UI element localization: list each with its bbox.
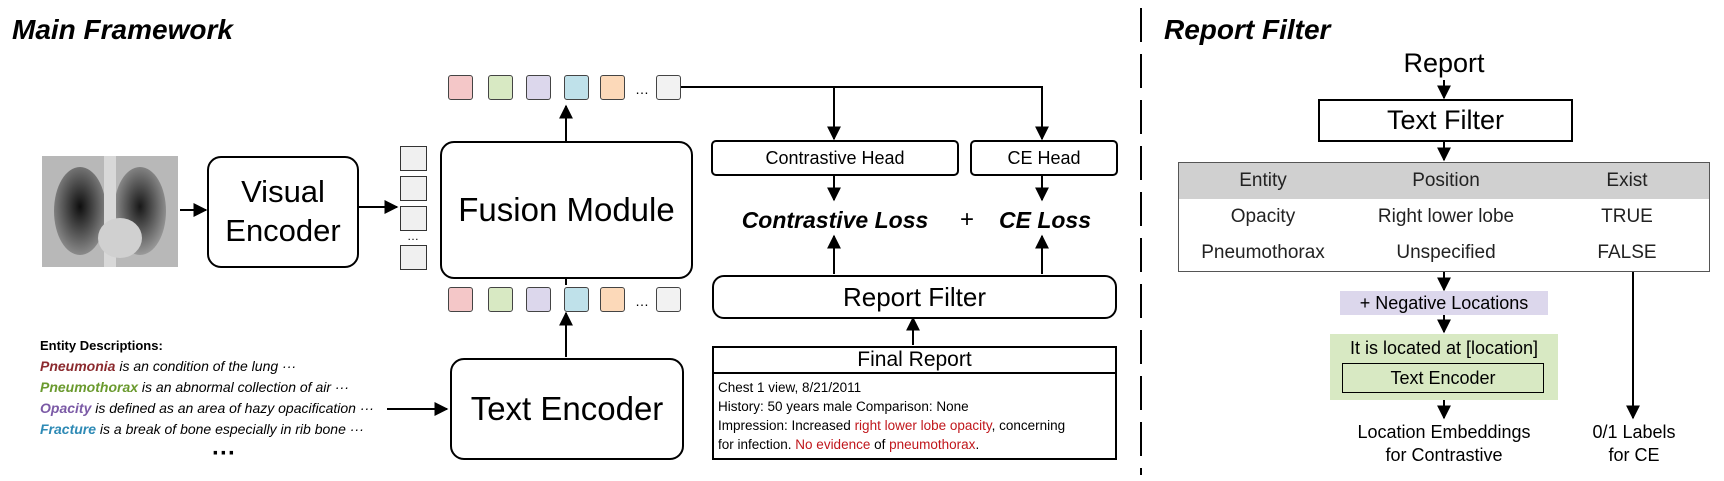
chest-xray-image xyxy=(42,156,178,267)
entity-term: Opacity xyxy=(40,400,92,416)
bottom-token-4 xyxy=(564,287,589,312)
top-token-6 xyxy=(656,75,681,100)
line-tokens-to-heads xyxy=(681,86,1049,141)
rf-ce-labels-line1: 0/1 Labels xyxy=(1592,422,1676,442)
bottom-token-1 xyxy=(448,287,473,312)
top-token-3 xyxy=(526,75,551,100)
rf-table-cell: Unspecified xyxy=(1396,242,1496,263)
fusion-module-label: Fusion Module xyxy=(458,191,675,228)
visual-encoder-block: Visual Encoder xyxy=(207,156,359,268)
plus-sign: + xyxy=(959,206,974,233)
text-encoder-label: Text Encoder xyxy=(470,390,664,427)
top-token-1 xyxy=(448,75,473,100)
report-text: of xyxy=(870,437,890,452)
entity-item-pneumothorax: Pneumothorax is an abnormal collection o… xyxy=(40,379,349,395)
top-token-5 xyxy=(600,75,625,100)
report-text: , concerning xyxy=(991,418,1066,433)
rf-negative-locations: + Negative Locations xyxy=(1340,291,1548,315)
entity-more-ellipsis: ··· xyxy=(212,440,236,467)
final-report-document: Final Report Chest 1 view, 8/21/2011 His… xyxy=(712,346,1117,460)
rf-location-embeddings-line2: for Contrastive xyxy=(1385,445,1503,465)
rf-ce-labels-line2: for CE xyxy=(1608,445,1660,465)
contrastive-loss-label: Contrastive Loss xyxy=(741,206,929,233)
final-report-title: Final Report xyxy=(714,348,1115,374)
bottom-token-6 xyxy=(656,287,681,312)
rf-ce-labels: 0/1 Labels for CE xyxy=(1570,420,1698,468)
rf-table-cell: TRUE xyxy=(1601,206,1653,227)
rf-table-header-entity: Entity xyxy=(1239,170,1287,191)
entity-desc: is defined as an area of hazy opacificat… xyxy=(91,400,374,416)
bottom-token-2 xyxy=(488,287,513,312)
report-line-4: for infection. No evidence of pneumothor… xyxy=(718,435,1065,454)
report-filter-label: Report Filter xyxy=(842,281,987,312)
feature-square-1 xyxy=(400,146,427,171)
contrastive-head-block: Contrastive Head xyxy=(711,140,959,176)
entity-item-fracture: Fracture is a break of bone especially i… xyxy=(40,421,364,437)
entity-term: Pneumothorax xyxy=(40,379,139,395)
feature-square-2 xyxy=(400,176,427,201)
rf-table-cell: FALSE xyxy=(1597,242,1657,263)
report-line-3: Impression: Increased right lower lobe o… xyxy=(718,416,1065,435)
rf-table-header-exist: Exist xyxy=(1606,170,1648,191)
rf-location-prompt-block: It is located at [location] Text Encoder xyxy=(1330,334,1558,400)
visual-encoder-label-2: Encoder xyxy=(225,213,341,248)
entity-descriptions-heading: Entity Descriptions: xyxy=(40,338,163,353)
rf-table-header-position: Position xyxy=(1412,170,1480,191)
rf-table-header xyxy=(1179,163,1709,199)
report-highlight: pneumothorax xyxy=(889,437,976,452)
feature-square-3 xyxy=(400,206,427,231)
rf-text-encoder-label: Text Encoder xyxy=(1390,367,1496,388)
rf-text-filter-block: Text Filter xyxy=(1318,99,1573,142)
rf-text-encoder-block: Text Encoder xyxy=(1342,363,1544,393)
entity-desc: is a break of bone especially in rib bon… xyxy=(96,421,364,437)
bottom-token-5 xyxy=(600,287,625,312)
entity-desc: is an condition of the lung ··· xyxy=(115,358,297,374)
report-text: . xyxy=(975,437,980,452)
rf-table-cell: Pneumothorax xyxy=(1201,242,1325,263)
feature-square-4 xyxy=(400,245,427,270)
rf-table-cell: Right lower lobe xyxy=(1377,206,1515,227)
report-highlight: right lower lobe opacity xyxy=(854,418,992,433)
rf-location-embeddings-line1: Location Embeddings xyxy=(1357,422,1531,442)
ce-loss-label: CE Loss xyxy=(998,206,1092,233)
entity-item-pneumonia: Pneumonia is an condition of the lung ··… xyxy=(40,358,296,374)
rf-entity-table: Entity Position Exist Opacity Right lowe… xyxy=(1178,162,1710,272)
report-filter-title: Report Filter xyxy=(1164,14,1331,45)
report-text: Impression: Increased xyxy=(718,418,855,433)
entity-term: Fracture xyxy=(40,421,97,437)
fusion-module-block: Fusion Module xyxy=(440,141,693,279)
rf-location-prompt: It is located at [location] xyxy=(1349,337,1539,358)
rf-location-embeddings: Location Embeddings for Contrastive xyxy=(1328,420,1560,468)
ce-head-block: CE Head xyxy=(970,140,1118,176)
top-token-ellipsis: … xyxy=(635,81,649,97)
bottom-token-ellipsis: … xyxy=(635,293,649,309)
bottom-token-3 xyxy=(526,287,551,312)
entity-desc: is an abnormal collection of air ··· xyxy=(138,379,349,395)
report-line-1: Chest 1 view, 8/21/2011 xyxy=(718,380,862,395)
entity-term: Pneumonia xyxy=(40,358,116,374)
report-filter-block: Report Filter xyxy=(712,275,1117,319)
rf-table-cell: Opacity xyxy=(1230,206,1296,227)
visual-encoder-label-1: Visual xyxy=(241,174,325,210)
ce-head-label: CE Head xyxy=(1007,147,1081,168)
final-report-body: Chest 1 view, 8/21/2011 History: 50 year… xyxy=(718,378,1065,454)
report-text: for infection. xyxy=(718,437,796,452)
rf-report-label: Report xyxy=(1403,47,1485,78)
main-framework-title: Main Framework xyxy=(12,14,233,45)
top-token-2 xyxy=(488,75,513,100)
rf-text-filter-label: Text Filter xyxy=(1386,105,1505,135)
entity-item-opacity: Opacity is defined as an area of hazy op… xyxy=(40,400,374,416)
report-line-2: History: 50 years male Comparison: None xyxy=(718,399,969,414)
contrastive-head-label: Contrastive Head xyxy=(765,147,905,168)
text-encoder-block: Text Encoder xyxy=(450,358,684,460)
report-highlight: No evidence xyxy=(795,437,871,452)
feature-ellipsis: … xyxy=(407,229,419,243)
top-token-4 xyxy=(564,75,589,100)
